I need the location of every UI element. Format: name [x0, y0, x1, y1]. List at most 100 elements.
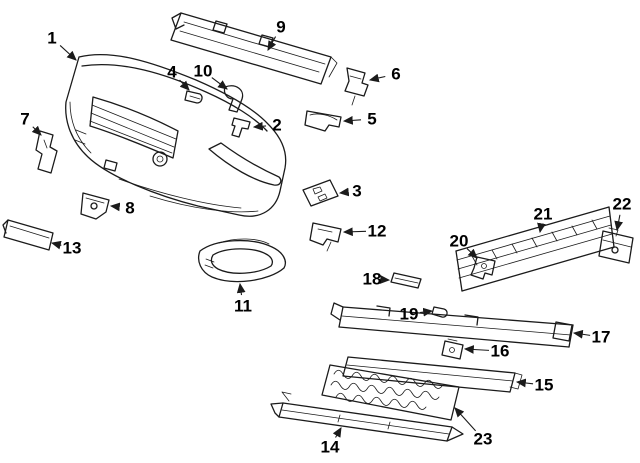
- line-art-stroke: [337, 414, 341, 423]
- callout-leader-13: [50, 240, 62, 250]
- callout-number-3: 3: [352, 182, 361, 201]
- line-art-stroke: [118, 178, 242, 209]
- part-18-shim-strip: [390, 272, 422, 289]
- line-art-stroke: [344, 67, 369, 97]
- callout-leader-7: [31, 125, 42, 136]
- callout-leader-22: [614, 214, 623, 232]
- line-art-stroke: [602, 239, 632, 248]
- line-art-stroke: [321, 364, 460, 421]
- line-art-stroke: [317, 228, 333, 233]
- line-art-stroke: [43, 139, 48, 149]
- line-art-stroke: [281, 391, 292, 402]
- line-art-stroke: [152, 151, 168, 167]
- part-7-side-bracket: [35, 130, 58, 174]
- line-art-stroke: [346, 364, 514, 382]
- line-art-stroke: [342, 306, 574, 326]
- line-art-stroke: [81, 63, 268, 132]
- line-art-stroke: [149, 195, 259, 213]
- part-11-fog-lamp-bezel: [197, 238, 287, 283]
- part-6-bracket: [344, 67, 369, 106]
- callout-leader-17: [572, 329, 591, 339]
- callout-number-12: 12: [368, 222, 387, 241]
- line-art-stroke: [156, 155, 164, 163]
- callout-leader-19: [419, 307, 434, 317]
- line-art-stroke: [204, 264, 214, 269]
- line-art-stroke: [170, 12, 332, 85]
- line-art-stroke: [531, 237, 538, 248]
- callout-number-9: 9: [276, 18, 285, 37]
- callout-leader-3: [338, 187, 350, 197]
- line-art-stroke: [458, 233, 613, 279]
- part-14-lower-deflector: [270, 391, 464, 442]
- line-art-stroke: [390, 272, 422, 289]
- callout-leader-21: [537, 222, 546, 234]
- line-art-stroke: [338, 306, 344, 328]
- line-art-stroke: [330, 302, 344, 321]
- line-art-stroke: [457, 224, 612, 270]
- part-3-bracket-plate: [302, 179, 339, 207]
- line-art-stroke: [338, 326, 570, 348]
- line-art-stroke: [89, 96, 179, 159]
- callout-leader-8: [109, 202, 121, 212]
- callout-leader-5: [342, 115, 362, 125]
- line-art-stroke: [309, 113, 338, 121]
- line-art-stroke: [2, 219, 9, 234]
- callout-leader-11: [236, 282, 246, 296]
- line-art-stroke: [491, 249, 498, 260]
- callout-number-14: 14: [321, 438, 340, 457]
- line-art-stroke: [455, 250, 463, 292]
- line-art-stroke: [184, 90, 203, 104]
- line-art-stroke: [197, 239, 287, 283]
- callout-leader-16: [463, 345, 490, 354]
- line-art-stroke: [281, 409, 450, 435]
- part-1-bumper-cover: [65, 54, 287, 217]
- callout-number-19: 19: [400, 305, 419, 324]
- callout-leader-12: [342, 227, 367, 237]
- line-art-stroke: [447, 338, 458, 342]
- callout-number-4: 4: [167, 63, 177, 82]
- line-art-stroke: [552, 321, 573, 342]
- line-art-stroke: [183, 21, 326, 65]
- line-art-stroke: [231, 117, 251, 138]
- line-art-stroke: [65, 54, 287, 217]
- part-8-mount-bracket: [80, 192, 110, 220]
- line-art-stroke: [456, 215, 611, 261]
- line-art-stroke: [80, 192, 110, 220]
- line-art-stroke: [189, 95, 201, 100]
- line-art-stroke: [461, 246, 615, 292]
- line-art-stroke: [309, 222, 342, 246]
- part-23-energy-absorber: [321, 364, 460, 421]
- line-art-stroke: [568, 324, 574, 348]
- callout-leader-20: [466, 248, 478, 259]
- line-art-stroke: [208, 142, 282, 186]
- part-12-retainer-clip: [309, 222, 342, 252]
- callout-number-20: 20: [450, 232, 469, 251]
- line-art-stroke: [351, 95, 356, 106]
- line-art-stroke: [464, 314, 479, 326]
- line-art-stroke: [91, 104, 177, 140]
- line-art-stroke: [394, 277, 419, 284]
- line-art-stroke: [179, 30, 320, 73]
- line-art-stroke: [223, 85, 244, 113]
- line-art-stroke: [270, 402, 284, 418]
- line-art-stroke: [333, 369, 443, 389]
- line-art-stroke: [449, 347, 455, 353]
- line-art-stroke: [103, 159, 118, 172]
- line-art-stroke: [90, 112, 175, 148]
- line-art-stroke: [3, 219, 54, 251]
- line-art-stroke: [75, 129, 87, 135]
- part-17-lower-reinforcement: [330, 302, 574, 348]
- callout-leader-2: [252, 121, 267, 131]
- line-art-stroke: [35, 130, 58, 174]
- line-art-stroke: [341, 315, 572, 336]
- line-art-stroke: [551, 231, 558, 242]
- callout-number-15: 15: [535, 376, 554, 395]
- line-art-stroke: [171, 12, 185, 30]
- callout-leader-4: [179, 79, 190, 91]
- callout-leader-15: [515, 378, 534, 388]
- callout-leader-1: [59, 45, 77, 61]
- line-art-stroke: [85, 197, 105, 204]
